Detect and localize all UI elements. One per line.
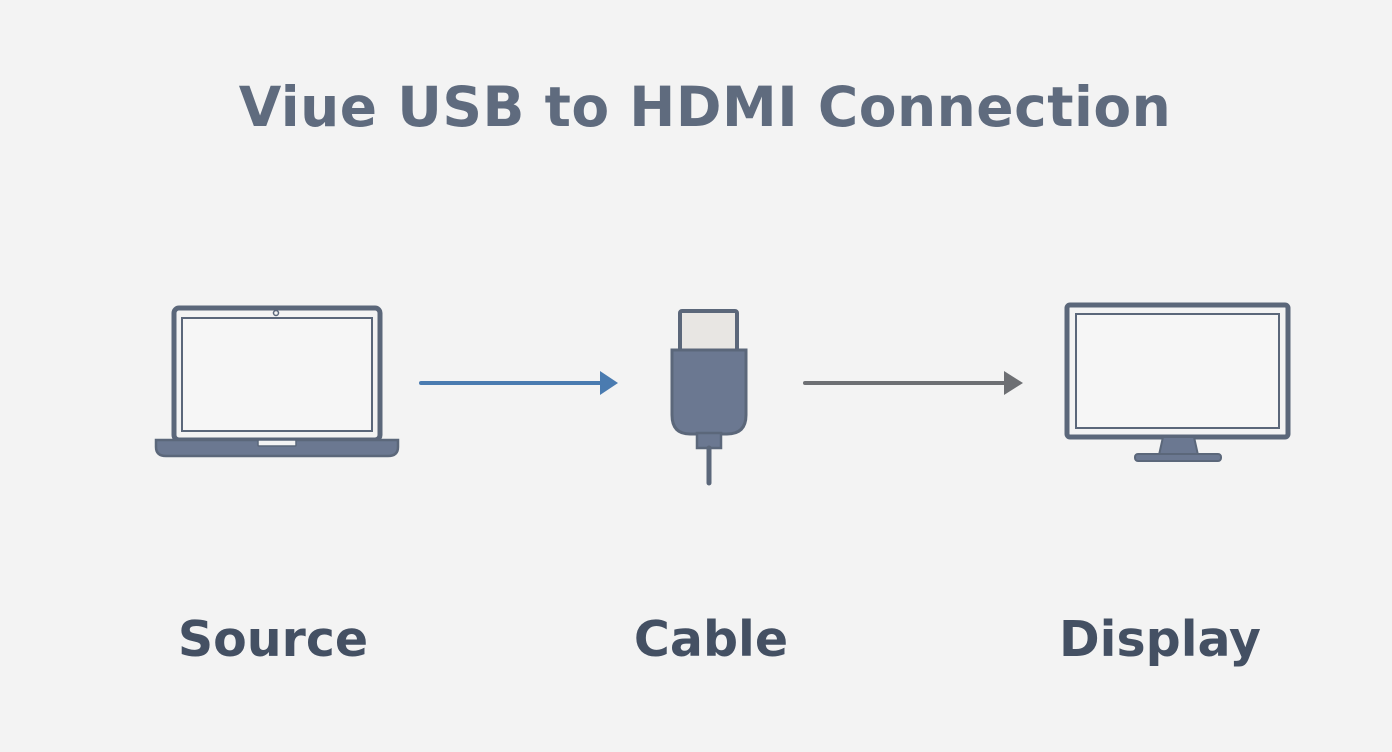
arrow-source-to-cable xyxy=(419,371,618,395)
diagram-title: Viue USB to HDMI Connection xyxy=(238,75,1172,139)
usb-plug-icon xyxy=(670,309,748,486)
monitor-icon xyxy=(1064,302,1291,462)
arrow-cable-to-display xyxy=(803,371,1023,395)
display-label: Display xyxy=(1058,611,1261,668)
source-label: Source xyxy=(177,611,369,668)
laptop-icon xyxy=(154,305,400,458)
cable-label: Cable xyxy=(633,611,789,668)
